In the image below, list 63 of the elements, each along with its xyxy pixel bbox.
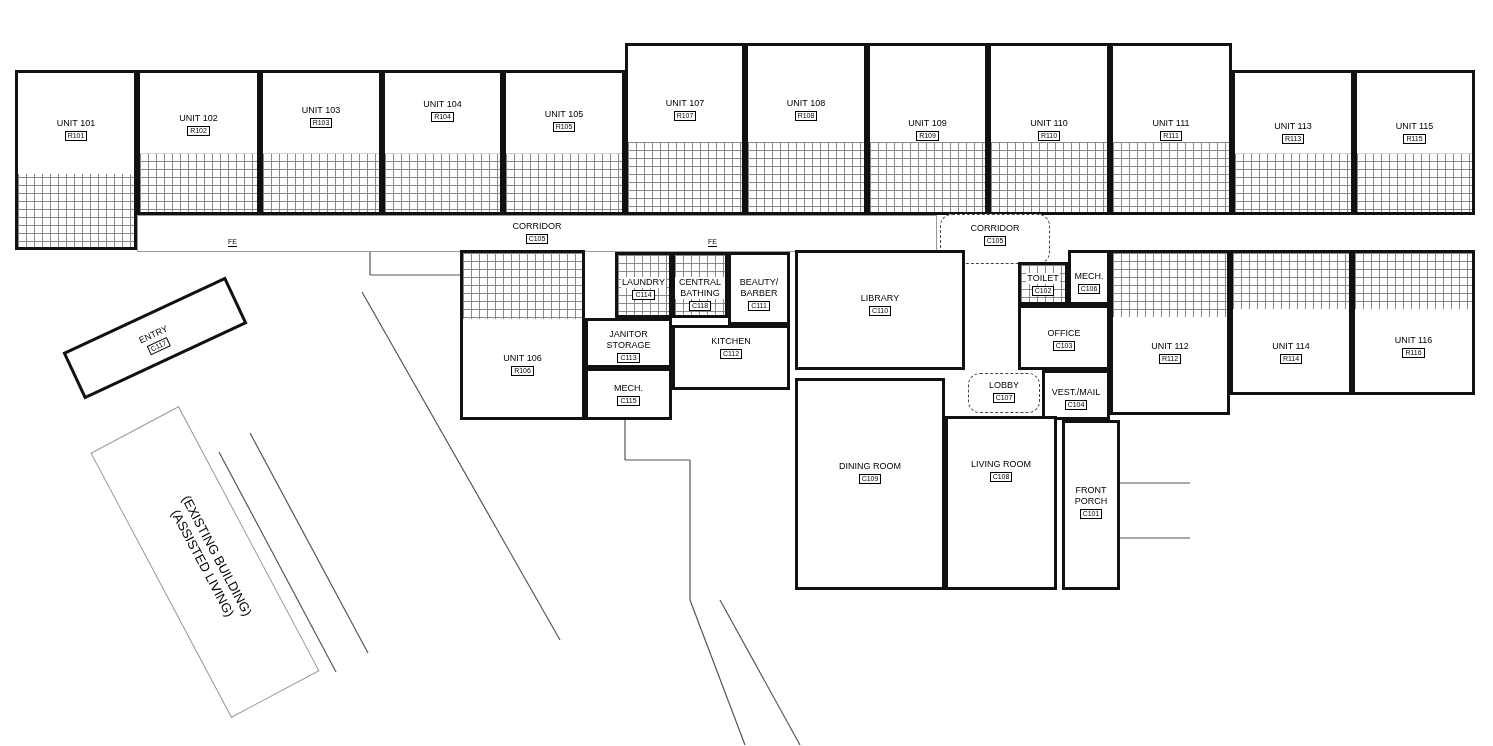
- room-label: MECH.: [1073, 271, 1105, 282]
- room-label: TOILET: [1026, 273, 1060, 284]
- room-outline: [795, 378, 945, 590]
- room-outline: [585, 318, 672, 368]
- room-label: LAUNDRY: [621, 277, 666, 288]
- room-label: LOBBY: [988, 380, 1020, 391]
- room-outline: [1354, 70, 1475, 215]
- room-label: UNIT 112: [1150, 341, 1190, 352]
- room-label: MECH.: [613, 383, 644, 394]
- room-outline: [137, 70, 260, 215]
- room-outline: [968, 373, 1040, 413]
- room-label: UNIT 113: [1273, 121, 1313, 132]
- room-label: UNIT 116: [1393, 335, 1434, 346]
- room-label: UNIT 105: [543, 109, 585, 120]
- room-outline: [1230, 250, 1352, 395]
- room-outline: [1068, 250, 1110, 305]
- room-outline: [1018, 305, 1110, 370]
- room-outline: [503, 70, 625, 215]
- room-label: UNIT 111: [1151, 118, 1191, 129]
- room-outline: [1110, 43, 1232, 215]
- room-label: UNIT 106: [502, 353, 543, 364]
- room-label: UNIT 104: [422, 99, 463, 110]
- room-outline: [615, 252, 672, 318]
- room-outline: [1042, 370, 1110, 420]
- room-outline: [728, 252, 790, 325]
- room-outline: [745, 43, 867, 215]
- room-label: UNIT 115: [1394, 121, 1435, 132]
- room-label: OFFICE: [1046, 328, 1082, 339]
- room-label: LIVING ROOM: [970, 459, 1032, 470]
- room-outline: [795, 250, 965, 370]
- room-outline: [625, 43, 745, 215]
- corridor-area: [940, 214, 1050, 264]
- room-label: VEST./MAIL: [1050, 387, 1102, 398]
- room-outline: [945, 416, 1057, 590]
- room-outline: [672, 325, 790, 390]
- room-outline: [1110, 250, 1230, 415]
- room-outline: [672, 252, 728, 318]
- room-label: DINING ROOM: [838, 461, 902, 472]
- room-outline: [585, 368, 672, 420]
- room-outline: [1352, 250, 1475, 395]
- room-outline: [988, 43, 1110, 215]
- room-label: KITCHEN: [710, 336, 752, 347]
- room-label: UNIT 114: [1271, 341, 1311, 352]
- room-label: CORRIDOR: [511, 221, 563, 232]
- room-label: UNIT 103: [300, 105, 342, 116]
- room-label: UNIT 107: [664, 98, 706, 109]
- room-outline: [1232, 70, 1354, 215]
- room-label: LIBRARY: [859, 293, 901, 304]
- room-outline: [867, 43, 988, 215]
- room-outline: [1062, 420, 1120, 590]
- room-label: CENTRAL BATHING: [675, 277, 725, 299]
- room-outline: [1018, 262, 1068, 305]
- room-outline: [15, 70, 137, 250]
- room-outline: [460, 250, 585, 420]
- room-label: UNIT 108: [785, 98, 827, 109]
- room-label: UNIT 109: [907, 118, 948, 129]
- room-outline: [260, 70, 382, 215]
- room-label: UNIT 101: [55, 118, 97, 129]
- room-label: UNIT 102: [178, 113, 219, 124]
- room-outline: [382, 70, 503, 215]
- corridor-area: [137, 215, 937, 252]
- room-label: UNIT 110: [1029, 118, 1069, 129]
- room-label: CORRIDOR: [969, 223, 1021, 234]
